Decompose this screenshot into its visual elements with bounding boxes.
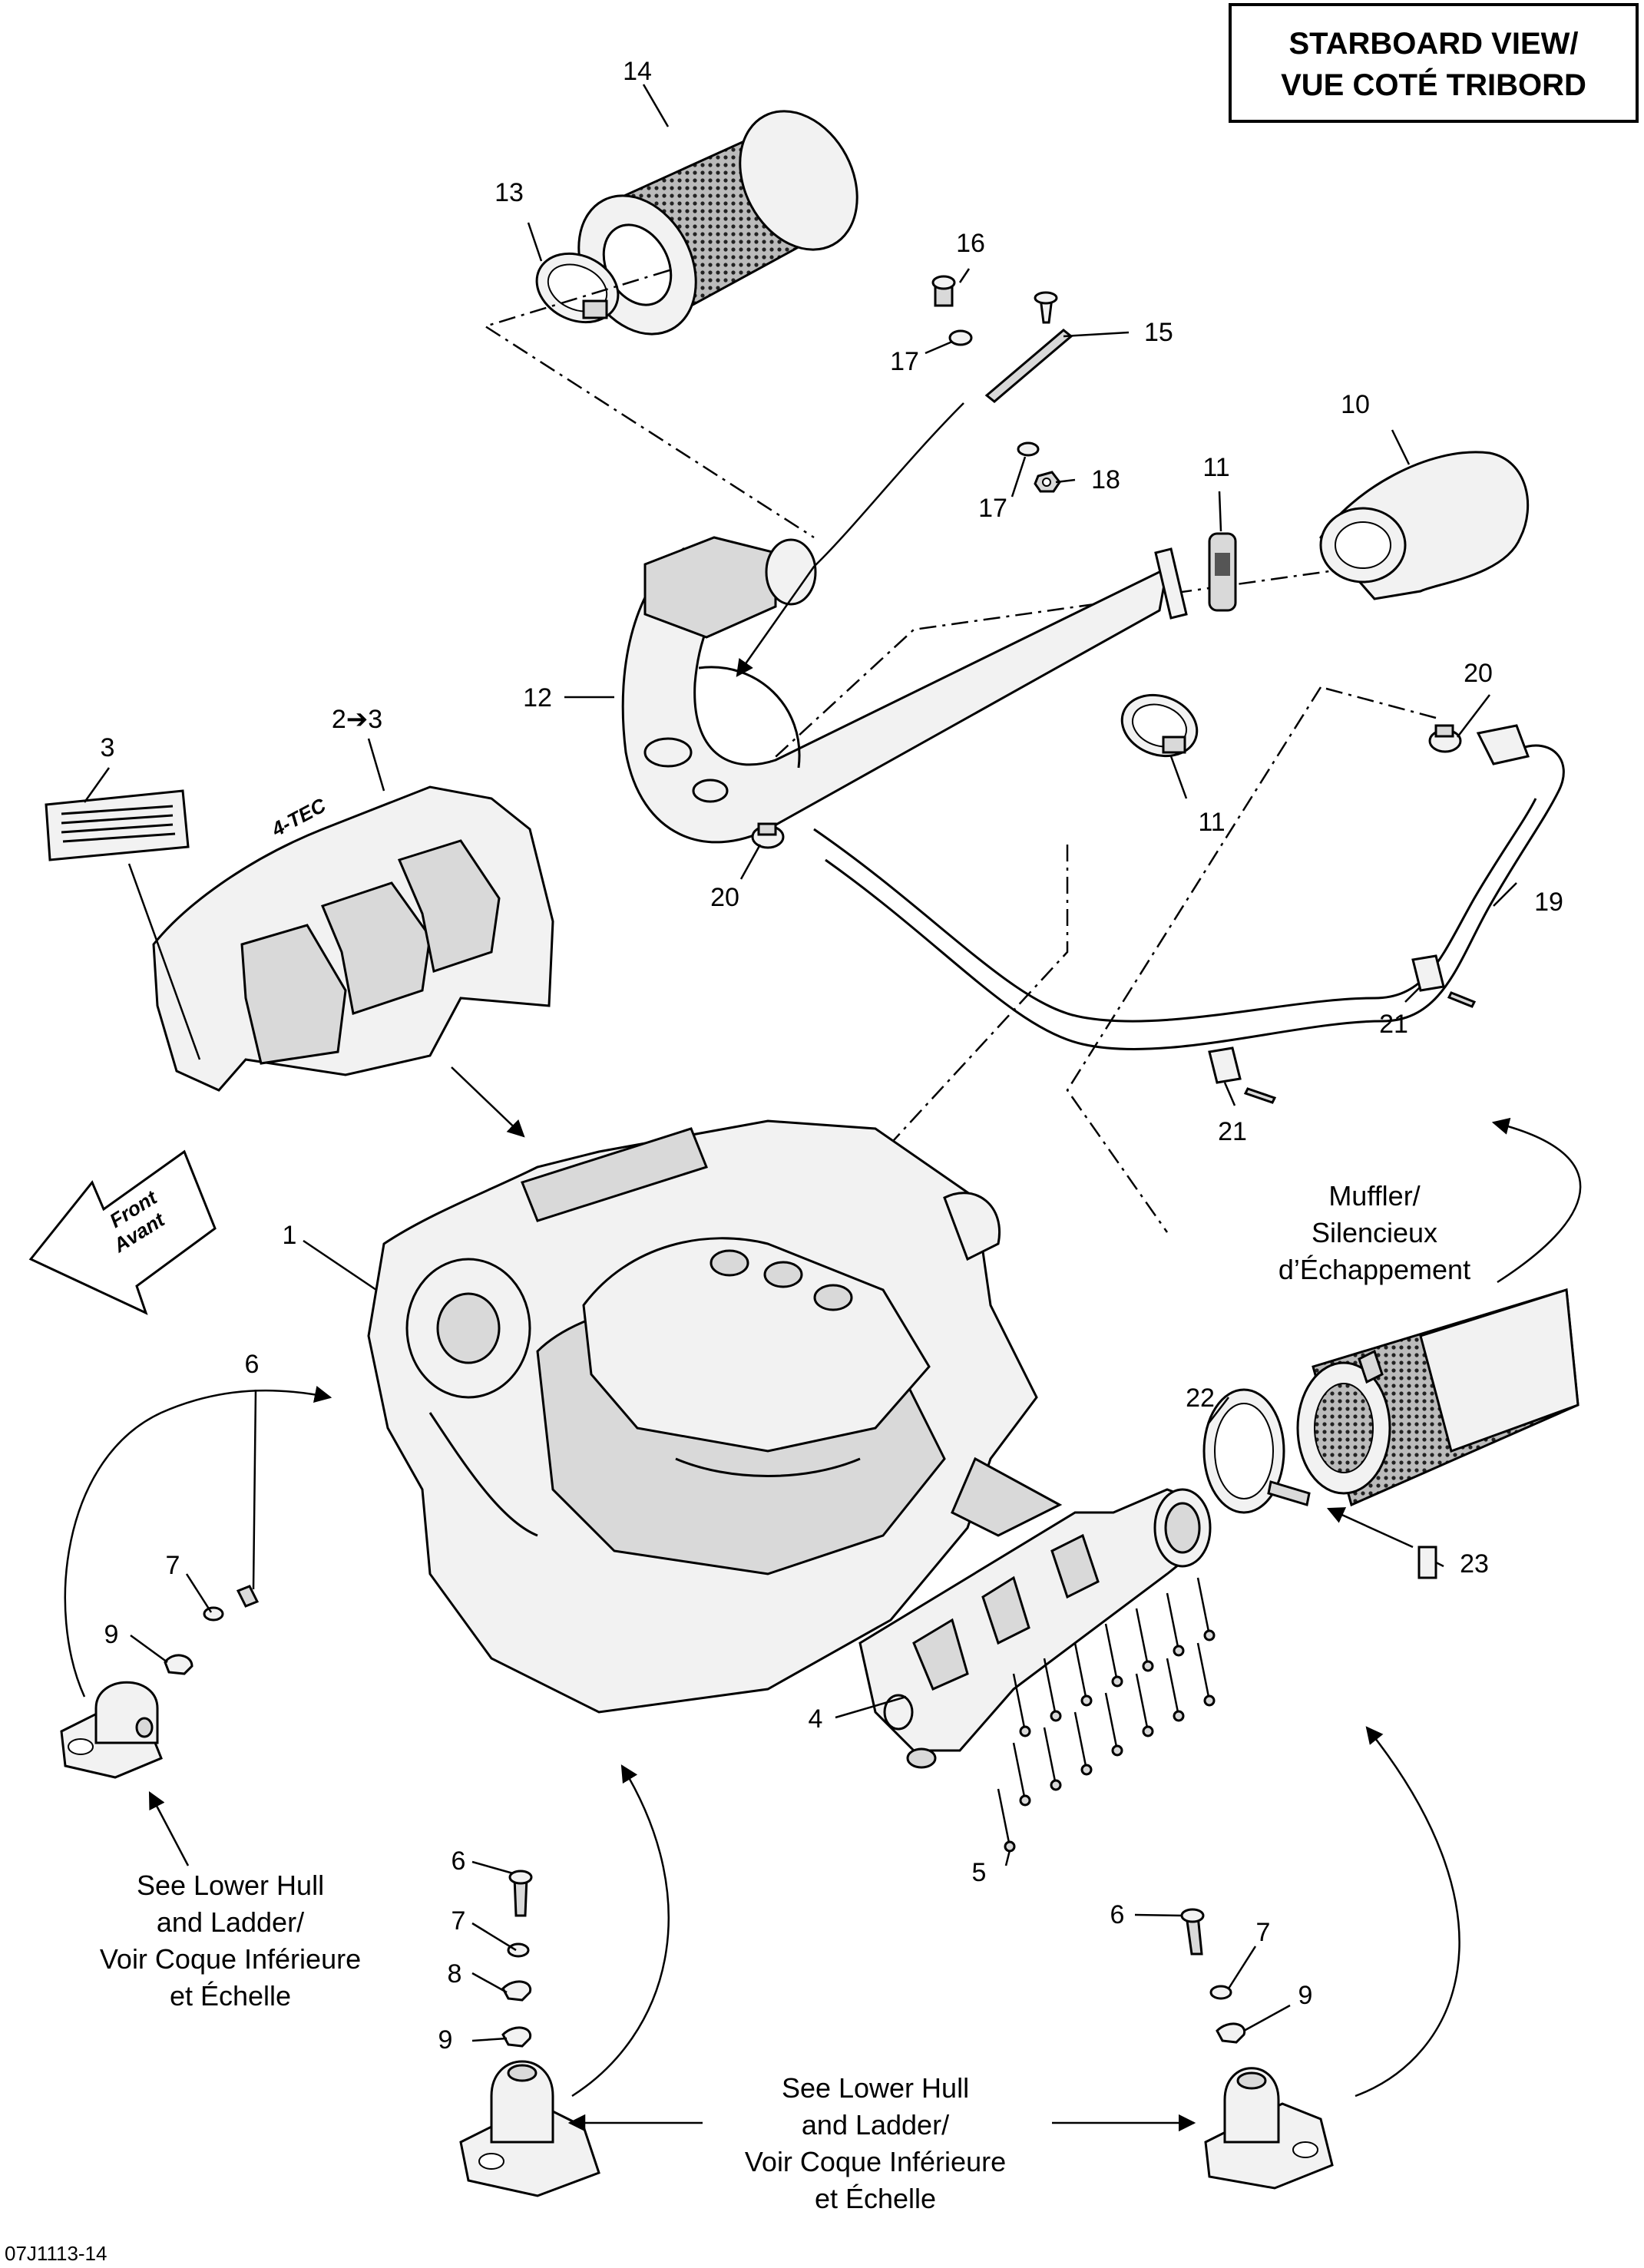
- arrow-muffler-note: [1491, 1117, 1582, 1284]
- clamp-part-13: [535, 252, 620, 324]
- bracket-part-15: [984, 291, 1073, 403]
- assembly-line-20: [1320, 686, 1437, 719]
- washer-part-17-upper: [948, 329, 973, 346]
- intake-tube-part-12: [621, 536, 1188, 844]
- arrow-left-note-to-mount: [148, 1791, 190, 1866]
- callout-1: 1: [283, 1221, 297, 1250]
- lower-hull-bottom-line-2: and Ladder/: [802, 2109, 949, 2141]
- clamp-part-11-lower: [1120, 693, 1199, 758]
- callout-9-right: 9: [1298, 1981, 1313, 2010]
- callout-6-center: 6: [452, 1846, 466, 1876]
- callout-11-lower: 11: [1198, 808, 1225, 837]
- lower-hull-left-line-4: et Échelle: [170, 1980, 291, 2012]
- engine-mount-left: [60, 1681, 163, 1779]
- title-line-2: VUE COTÉ TRIBORD: [1281, 68, 1586, 102]
- nut-part-18: [1034, 471, 1061, 493]
- drawing-code: 07J1113-14: [5, 2242, 107, 2265]
- muffler-note: Muffler/ Silencieux d’Échappement: [1278, 1180, 1470, 1285]
- lower-hull-bottom-line-3: Voir Coque Inférieure: [745, 2146, 1006, 2177]
- callout-16: 16: [956, 229, 985, 258]
- clip-part-21-right: [1411, 954, 1477, 1008]
- arrow-bracket-to-tube: [736, 402, 964, 677]
- callout-18: 18: [1091, 465, 1120, 494]
- callout-9-center: 9: [438, 2025, 453, 2055]
- callout-20-right: 20: [1464, 659, 1493, 688]
- muffler-note-line-3: d’Échappement: [1278, 1254, 1470, 1285]
- callout-15: 15: [1144, 318, 1173, 347]
- callout-3: 3: [101, 733, 115, 762]
- engine-part-1: [367, 1119, 1063, 1714]
- muffler-silencer: [1296, 1288, 1579, 1507]
- lower-hull-note-left: See Lower Hull and Ladder/ Voir Coque In…: [100, 1870, 361, 2012]
- callout-numbers: 14 13 16 15 17 17 18 10 11 12 11 20 20 1…: [101, 57, 1563, 2055]
- callout-7-center: 7: [452, 1906, 466, 1936]
- callout-2-to-3: 2➔3: [332, 705, 382, 734]
- assembly-line-hose: [1066, 686, 1322, 1233]
- callout-22: 22: [1186, 1384, 1215, 1413]
- arrow-right-mount-to-engine: [1355, 1726, 1460, 2098]
- callout-21-right: 21: [1379, 1010, 1408, 1039]
- screw-part-16: [931, 275, 956, 307]
- callout-12: 12: [523, 683, 552, 712]
- hose-part-19: [813, 724, 1565, 1051]
- lower-hull-note-bottom: See Lower Hull and Ladder/ Voir Coque In…: [745, 2072, 1006, 2214]
- assembly-line-clamp: [767, 567, 1352, 765]
- callout-17-upper: 17: [890, 347, 919, 376]
- arrow-center-mount-to-engine: [571, 1764, 670, 2098]
- exhaust-clamp-part-22: [1202, 1388, 1311, 1514]
- callout-5: 5: [972, 1858, 987, 1887]
- mount-fasteners-center: [501, 1870, 533, 2048]
- callout-6-right: 6: [1110, 1900, 1125, 1929]
- engine-mount-right: [1204, 2067, 1334, 2190]
- lower-hull-left-line-1: See Lower Hull: [137, 1870, 324, 1901]
- washer-part-17-lower: [1017, 441, 1040, 457]
- callout-13: 13: [495, 178, 524, 207]
- callout-6-left: 6: [245, 1350, 260, 1379]
- lower-hull-left-line-3: Voir Coque Inférieure: [100, 1943, 361, 1975]
- assembly-line-filter: [483, 269, 815, 539]
- exhaust-manifold-part-4: [858, 1488, 1212, 1769]
- callout-14: 14: [623, 57, 652, 86]
- callout-8: 8: [448, 1959, 462, 1989]
- mount-fasteners-right: [1180, 1908, 1246, 2044]
- callout-7-left: 7: [166, 1551, 180, 1580]
- title-line-1: STARBOARD VIEW/: [1288, 27, 1578, 61]
- muffler-note-line-2: Silencieux: [1312, 1217, 1437, 1248]
- callout-23: 23: [1460, 1549, 1489, 1579]
- callout-20-left: 20: [710, 883, 739, 912]
- callout-19: 19: [1534, 888, 1563, 917]
- lower-hull-bottom-line-4: et Échelle: [815, 2183, 936, 2214]
- title-box: STARBOARD VIEW/ VUE COTÉ TRIBORD: [1229, 3, 1639, 123]
- label-part-3: [45, 789, 190, 861]
- engine-cover-part-2: 4-TEC: [152, 785, 554, 1092]
- callout-11-upper: 11: [1202, 453, 1229, 482]
- front-direction-arrow: Front Avant: [28, 1149, 217, 1315]
- callout-17-lower: 17: [978, 494, 1007, 523]
- elbow-part-10: [1319, 451, 1530, 600]
- arrow-left-mount-to-engine: [64, 1385, 332, 1698]
- callout-4: 4: [809, 1704, 823, 1734]
- mount-fasteners-left: [164, 1585, 260, 1675]
- callout-10: 10: [1341, 390, 1370, 419]
- muffler-note-line-1: Muffler/: [1328, 1180, 1420, 1212]
- callout-leaders: [83, 84, 1517, 2042]
- lower-hull-left-line-2: and Ladder/: [157, 1906, 304, 1938]
- clamp-part-20-right: [1428, 724, 1462, 753]
- engine-mount-center: [459, 2060, 600, 2197]
- clamp-part-20-left: [751, 822, 785, 849]
- callout-9-left: 9: [104, 1620, 119, 1649]
- arrow-23-to-clamp: [1326, 1507, 1414, 1549]
- bolts-part-5: [997, 1577, 1216, 1853]
- callout-7-right: 7: [1256, 1918, 1271, 1947]
- hose-part-23: [1417, 1546, 1437, 1579]
- callout-21-left: 21: [1218, 1117, 1247, 1146]
- arrow-cover-to-engine: [451, 1066, 525, 1138]
- lower-hull-bottom-line-1: See Lower Hull: [782, 2072, 969, 2104]
- clamp-part-11-upper: [1208, 532, 1237, 612]
- clip-part-21-left: [1208, 1046, 1277, 1104]
